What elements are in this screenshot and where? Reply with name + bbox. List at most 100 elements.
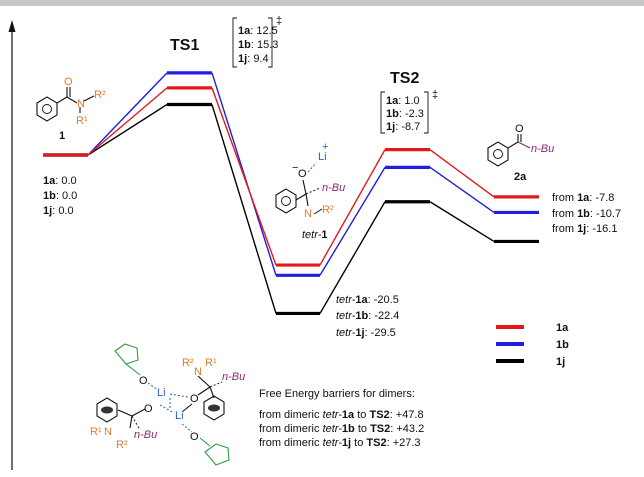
prod-prefix-0: from	[552, 192, 577, 204]
tetr-n: N	[304, 208, 312, 220]
amide-r1: R¹	[76, 115, 88, 127]
start-name-0: 1a	[43, 175, 56, 187]
dimer-o-bottom: O	[190, 431, 199, 443]
int-label-prefix: tetr-	[302, 229, 322, 241]
svg-text:1a: 1.0: 1a: 1.0	[386, 95, 420, 107]
tetr-r2: R²	[322, 204, 334, 216]
tetr-li: Li	[318, 151, 327, 163]
svg-text:tetr-1b: -22.4: tetr-1b: -22.4	[336, 310, 399, 322]
dimer-li-bottom: Li	[175, 410, 184, 422]
axis-arrow-icon	[8, 20, 16, 32]
dimer-title: Free Energy barriers for dimers:	[259, 388, 415, 400]
dimer-r2-right: R²	[182, 357, 194, 369]
dimer-bold-2: 1j	[342, 437, 351, 449]
connector-1b-1	[211, 72, 277, 276]
dimer-nbu-right: n-Bu	[222, 371, 245, 383]
connector-1j-2	[319, 201, 386, 314]
ts1-name-1: 1b	[238, 39, 251, 51]
dimer-bold-1: 1b	[342, 423, 355, 435]
dimer-r1-right: R¹	[205, 357, 217, 369]
connector-1j-3	[429, 201, 495, 243]
svg-text:from 1b: -10.7: from 1b: -10.7	[552, 208, 621, 220]
legend-swatch-1b	[496, 342, 524, 346]
legend-label-1b: 1b	[556, 339, 569, 351]
ts2-value-0: 1.0	[404, 95, 419, 107]
tetr-nbu: n-Bu	[322, 182, 345, 194]
int-name-1: 1b	[355, 310, 368, 322]
svg-text:1a: 0.0: 1a: 0.0	[43, 175, 77, 187]
connector-1b-0	[87, 72, 168, 156]
dimer-nbu-left: n-Bu	[134, 429, 157, 441]
dimer-val-1: : +43.2	[390, 423, 424, 435]
start-value-0: 0.0	[61, 175, 76, 187]
prod-value-2: -16.1	[592, 223, 617, 235]
dimer-val-0: : +47.8	[390, 409, 424, 421]
dimer-r2-left: R²	[116, 439, 128, 451]
ts1-value-1: 15.3	[257, 39, 278, 51]
prod-value-0: -7.8	[595, 192, 614, 204]
dimer-ts-1: TS2	[370, 423, 390, 435]
legend-swatch-1a	[496, 325, 524, 329]
legend-swatch-1j	[496, 359, 524, 363]
tetr-plus: +	[322, 141, 328, 153]
amide-r2: R²	[94, 89, 106, 101]
ts1-bracket: ‡ 1a: 12.5 1b: 15.3 1j: 9.4	[232, 15, 282, 68]
svg-text:from dimeric tetr-1j to TS2:: from dimeric tetr-1j to TS2: +27.3	[259, 437, 421, 449]
int-label-suffix: 1	[321, 229, 327, 241]
dimer-it-1: tetr-	[323, 423, 343, 435]
connector-1j-1	[211, 104, 277, 314]
dimer-mid-1: to	[355, 423, 370, 435]
ts2-name-1: 1b	[386, 108, 399, 120]
prod-value-1: -10.7	[596, 208, 621, 220]
dimer-pre-2: from dimeric	[259, 437, 323, 449]
dimer-pre-1: from dimeric	[259, 423, 323, 435]
dimer-o-left: O	[144, 403, 153, 415]
dimer-mid-0: to	[354, 409, 369, 421]
dimer-n-right: N	[194, 366, 202, 378]
ts1-value-2: 9.4	[253, 53, 268, 65]
svg-text:1a: 12.5: 1a: 12.5	[238, 25, 278, 37]
legend-label-1a: 1a	[556, 322, 569, 334]
tetr-o: O	[298, 168, 307, 180]
connector-1j-0	[87, 103, 168, 156]
start-value-2: 0.0	[58, 205, 73, 217]
prod-name-1: 1b	[577, 208, 590, 220]
product-values: from 1a: -7.8 from 1b: -10.7 from 1j: -1…	[552, 192, 621, 235]
connector-1a-0	[87, 87, 168, 156]
int-value-2: -29.5	[371, 327, 396, 339]
dimer-o-top: O	[139, 375, 148, 387]
connector-1a-3	[429, 149, 495, 198]
prod-name-2: 1j	[577, 223, 586, 235]
prod-prefix-1: from	[552, 208, 577, 220]
svg-text:1b: 15.3: 1b: 15.3	[238, 39, 278, 51]
int-values: tetr-1a: -20.5 tetr-1b: -22.4 tetr-1j: -…	[336, 294, 399, 339]
dimer-n-left: N	[104, 426, 112, 438]
ketone-nbu: n-Bu	[531, 143, 554, 155]
dimer-it-2: tetr-	[323, 437, 343, 449]
dimer-ts-0: TS2	[369, 409, 389, 421]
ts1-value-0: 12.5	[256, 25, 277, 37]
dimer-r1-left: R¹	[90, 426, 102, 438]
connector-1a-1	[211, 87, 277, 266]
svg-text:tetr-1: tetr-1	[302, 229, 327, 241]
ketone-structure: O n-Bu	[487, 123, 554, 167]
dimer-structure: O Li O N R² R¹ n-Bu Li O R¹ N R² n-Bu O	[90, 343, 245, 466]
start-value-1: 0.0	[62, 190, 77, 202]
int-prefix-0: tetr-	[336, 294, 356, 306]
amide-o: O	[64, 76, 73, 88]
svg-text:from dimeric tetr-1a to TS2: +: from dimeric tetr-1a to TS2: +47.8	[259, 409, 424, 421]
svg-text:1j: 9.4: 1j: 9.4	[238, 53, 269, 65]
amide-n: N	[77, 98, 85, 110]
profile-levels	[43, 71, 539, 316]
svg-text:1j: -8.7: 1j: -8.7	[386, 121, 420, 133]
prod-prefix-2: from	[552, 223, 577, 235]
ts1-title: TS1	[170, 37, 199, 54]
legend-label-1j: 1j	[556, 356, 565, 368]
int-prefix-2: tetr-	[336, 327, 356, 339]
ts2-name-2: 1j	[386, 121, 395, 133]
ts1-name-2: 1j	[238, 53, 247, 65]
profile-connectors	[87, 72, 495, 314]
product-compound-label: 2a	[514, 171, 527, 183]
